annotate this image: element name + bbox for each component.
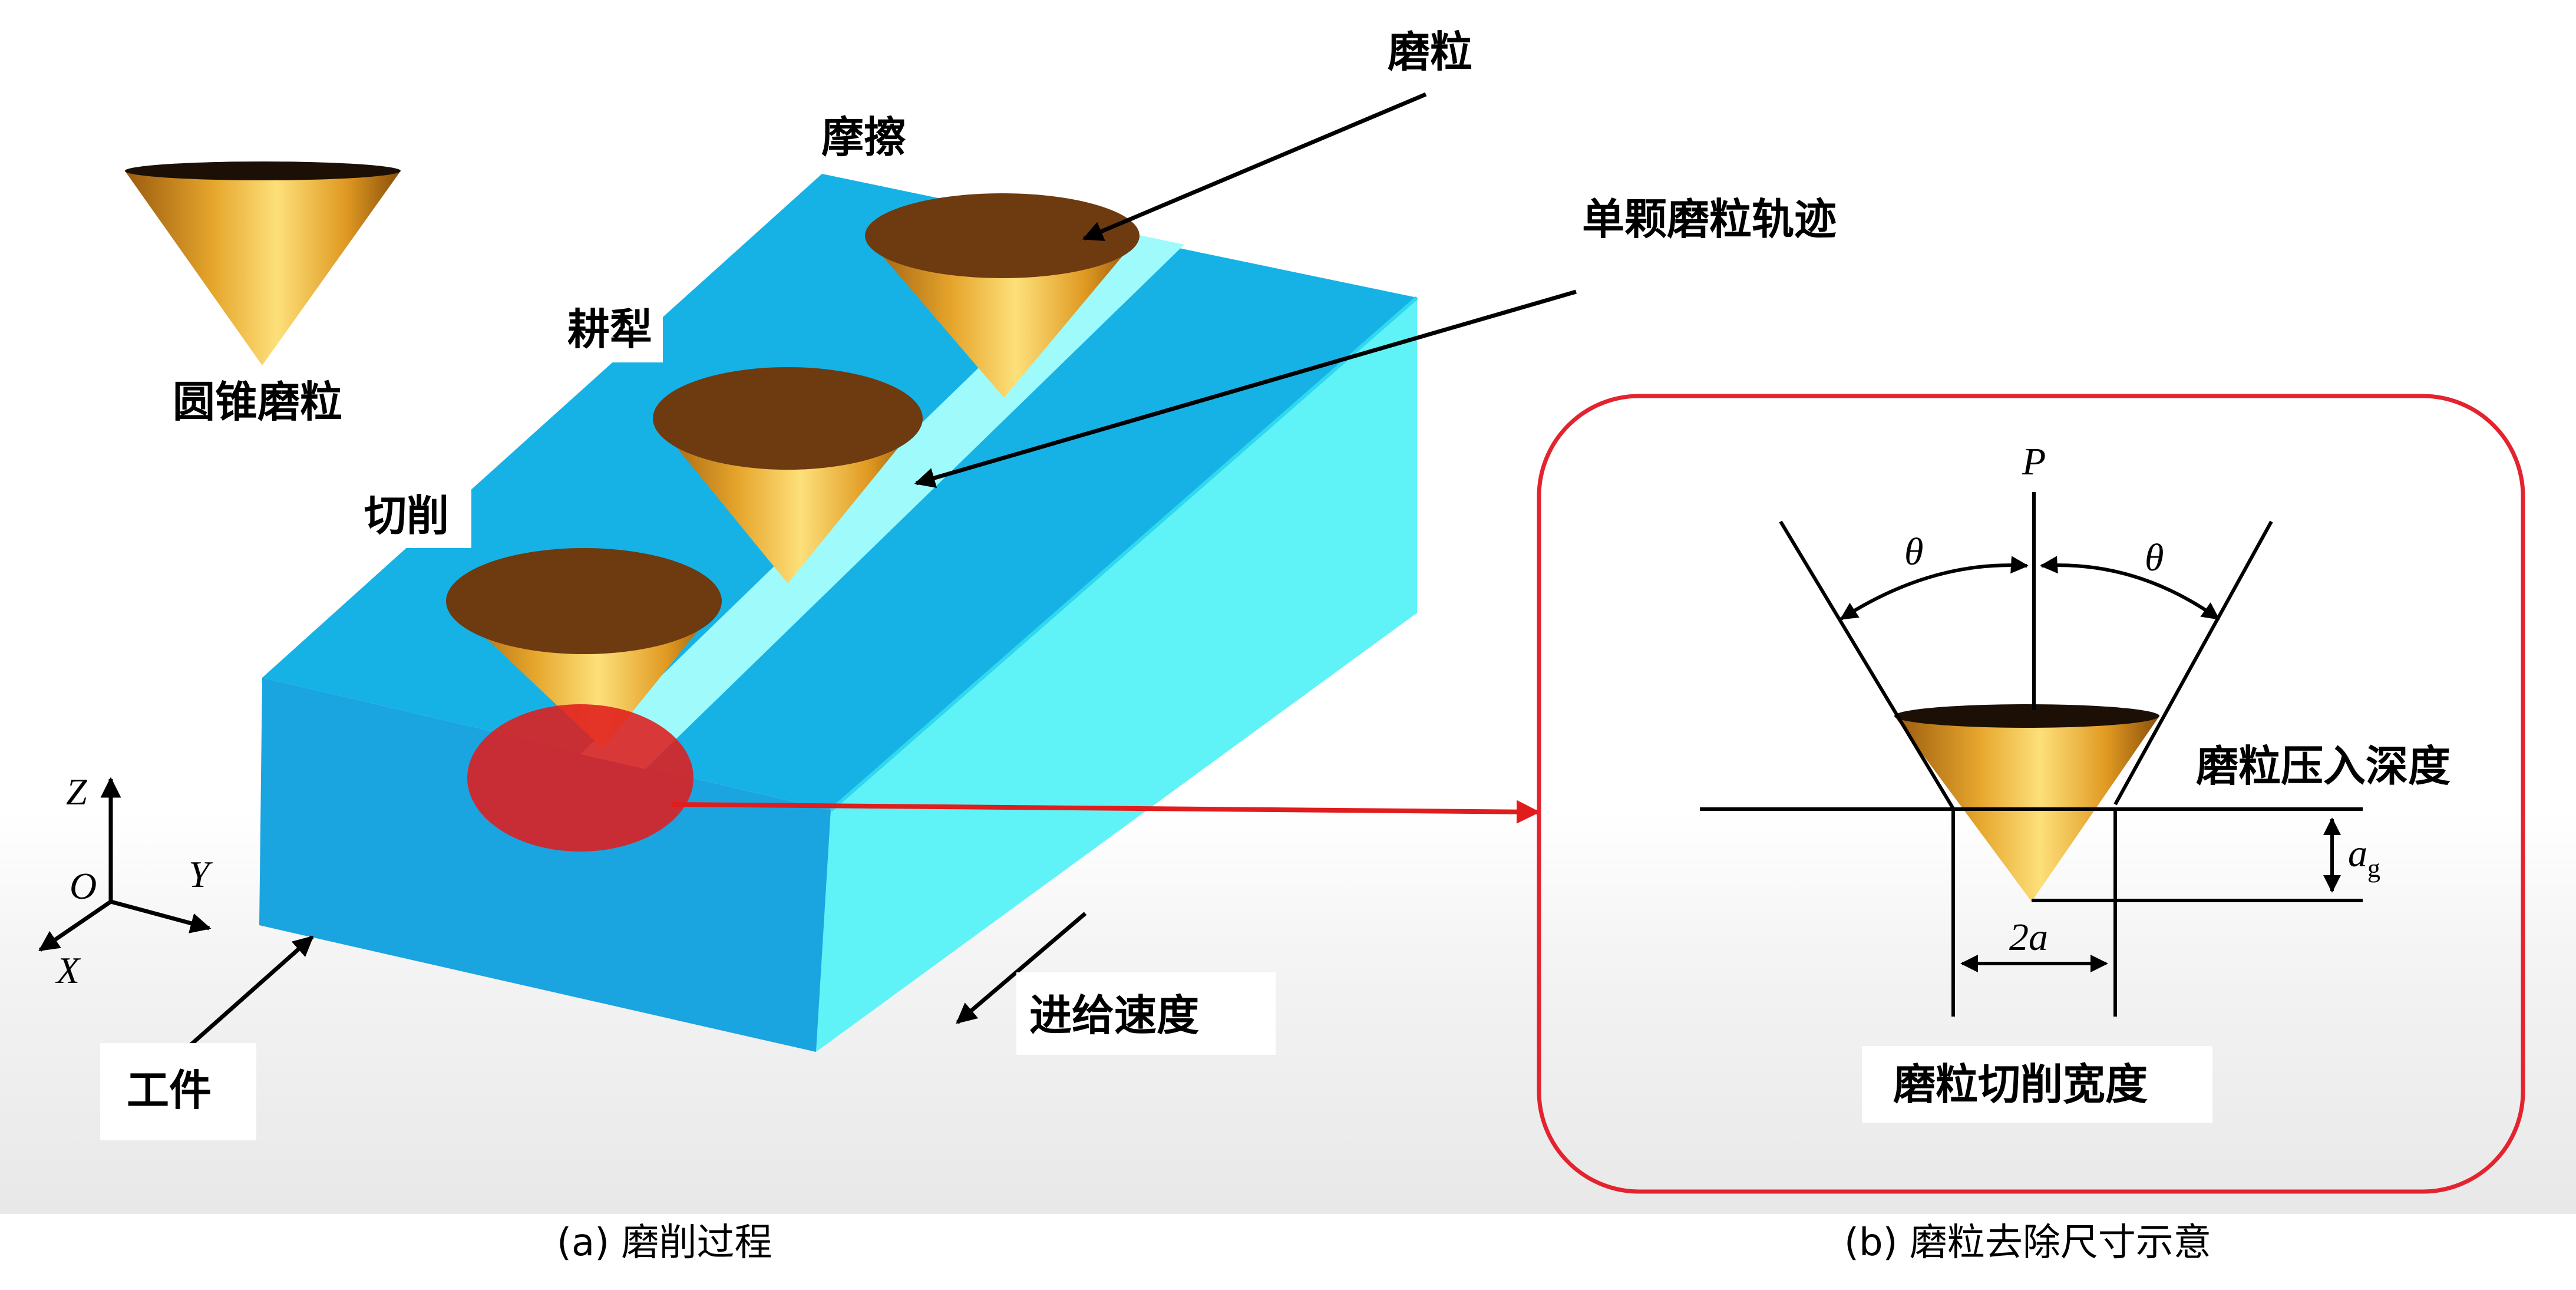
label-workpiece: 工件: [127, 1065, 212, 1115]
depth-label: 磨粒压入深度: [2196, 741, 2450, 791]
depth-symbol: ag: [2348, 832, 2380, 883]
axis-y-label: Y: [189, 853, 213, 895]
cone-left-edge: [1779, 520, 1955, 810]
width-value: 2a: [2009, 916, 2048, 959]
label-cone-grain: 圆锥磨粒: [173, 377, 342, 427]
width-label: 磨粒切削宽度: [1893, 1060, 2148, 1109]
cone-grain-icon: [125, 161, 401, 365]
caption-b: (b) 磨粒去除尺寸示意: [1844, 1221, 2211, 1265]
caption-a: (a) 磨削过程: [557, 1221, 772, 1265]
grain-pointer: [1082, 92, 1427, 241]
label-grain: 磨粒: [1388, 27, 1472, 77]
inset-border: [1537, 394, 2525, 1194]
theta-right-label: θ: [2145, 536, 2164, 579]
label-plowing: 耕犁: [567, 305, 652, 354]
feed-direction-arrow: [956, 912, 1087, 1024]
axis-x-label: X: [55, 949, 81, 991]
cutting-zone-highlight: [467, 704, 693, 852]
label-single-grain-track: 单颗磨粒轨迹: [1582, 194, 1837, 244]
block-edge: [830, 296, 1418, 812]
track-pointer: [914, 289, 1577, 489]
cone-plowing: [653, 367, 923, 583]
theta-arc-right: [2040, 556, 2220, 621]
inset-panel-b: P θ θ ag 磨粒压入深度 2a 磨粒切削宽度: [1537, 394, 2525, 1194]
axis-origin-label: O: [70, 865, 97, 907]
theta-arc-left: [1839, 556, 2029, 621]
label-feed-speed: 进给速度: [1029, 991, 1199, 1040]
block-side-face: [816, 298, 1417, 1052]
cone-cutting: [446, 548, 722, 748]
axis-z-label: Z: [66, 771, 88, 813]
block-front-face: [259, 678, 831, 1052]
cone-rubbing: [865, 193, 1140, 398]
workpiece-pointer: [181, 935, 314, 1054]
label-cutting: 切削: [364, 491, 449, 540]
label-rubbing: 摩擦: [821, 113, 906, 162]
groove-track: [580, 231, 1184, 769]
theta-left-label: θ: [1904, 530, 1923, 573]
axis-triad: Z Y X O: [38, 771, 213, 991]
load-label-p: P: [2022, 440, 2046, 483]
cone-right-edge: [2113, 520, 2273, 806]
detail-link-arrow: [671, 800, 1540, 824]
